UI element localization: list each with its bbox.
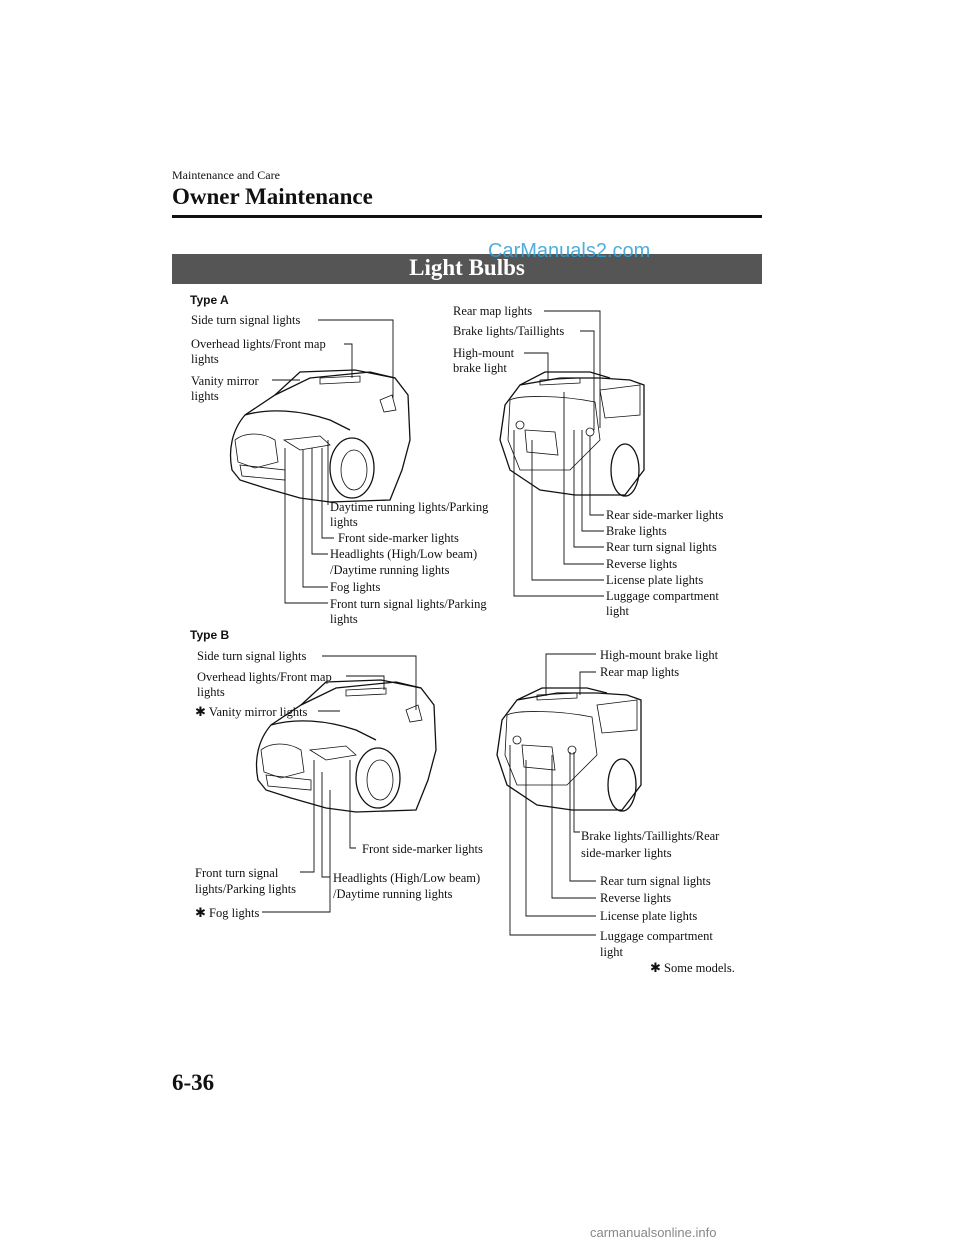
label-b-headlights-1: Headlights (High/Low beam) bbox=[333, 871, 481, 885]
label-a-front-side-marker: Front side-marker lights bbox=[338, 531, 459, 545]
label-b-side-turn: Side turn signal lights bbox=[197, 649, 307, 663]
label-b-vanity: ✱ Vanity mirror lights bbox=[195, 704, 307, 720]
type-b-rear-leader-lines bbox=[509, 653, 596, 936]
label-a-vanity-2: lights bbox=[191, 389, 219, 403]
label-b-front-side-marker: Front side-marker lights bbox=[362, 842, 483, 856]
type-a-front-car-drawing bbox=[229, 369, 411, 503]
label-b-high-mount: High-mount brake light bbox=[600, 648, 719, 662]
type-a-front-leader-lines bbox=[272, 319, 394, 604]
footnote-marker-icon: ✱ bbox=[650, 960, 661, 975]
label-a-rear-side-marker: Rear side-marker lights bbox=[606, 508, 724, 522]
footnote-marker-icon: ✱ bbox=[195, 704, 206, 719]
label-a-overhead-1: Overhead lights/Front map bbox=[191, 337, 326, 351]
type-a-rear-leader-lines bbox=[513, 310, 604, 597]
label-a-rear-turn: Rear turn signal lights bbox=[606, 540, 717, 554]
type-a-label: Type A bbox=[190, 293, 229, 307]
label-b-overhead-1: Overhead lights/Front map bbox=[197, 670, 332, 684]
label-a-brake-tail: Brake lights/Taillights bbox=[453, 324, 565, 338]
banner-title: Light Bulbs bbox=[409, 255, 525, 280]
section-heading: Maintenance and Care bbox=[172, 168, 280, 182]
label-b-luggage-2: light bbox=[600, 945, 623, 959]
label-b-reverse: Reverse lights bbox=[600, 891, 672, 905]
label-a-front-turn-1: Front turn signal lights/Parking bbox=[330, 597, 487, 611]
label-a-high-mount-1: High-mount bbox=[453, 346, 515, 360]
footnote: ✱ Some models. bbox=[650, 960, 735, 976]
type-b-rear-car-drawing bbox=[496, 687, 642, 812]
label-a-drl-2: lights bbox=[330, 515, 358, 529]
watermark-text: CarManuals2.com bbox=[488, 240, 651, 262]
label-b-fog: ✱ Fog lights bbox=[195, 905, 259, 921]
label-b-luggage-1: Luggage compartment bbox=[600, 929, 713, 943]
label-a-fog: Fog lights bbox=[330, 580, 381, 594]
label-b-front-turn-1: Front turn signal bbox=[195, 866, 279, 880]
label-a-rear-map: Rear map lights bbox=[453, 304, 533, 318]
footer-watermark: carmanualsonline.info bbox=[590, 1225, 717, 1240]
label-a-side-turn: Side turn signal lights bbox=[191, 313, 301, 327]
label-b-rear-turn: Rear turn signal lights bbox=[600, 874, 711, 888]
section-banner: Light Bulbs bbox=[172, 254, 762, 284]
label-a-overhead-2: lights bbox=[191, 352, 219, 366]
label-b-brake-tail-2: side-marker lights bbox=[581, 846, 672, 860]
label-a-luggage-1: Luggage compartment bbox=[606, 589, 719, 603]
label-a-luggage-2: light bbox=[606, 604, 629, 618]
type-b-label: Type B bbox=[190, 628, 230, 642]
label-b-brake-tail-1: Brake lights/Taillights/Rear bbox=[581, 829, 720, 843]
label-a-front-turn-2: lights bbox=[330, 612, 358, 626]
type-b-front-leader-lines bbox=[262, 655, 417, 913]
title-rule bbox=[172, 215, 762, 218]
label-a-headlights-2: /Daytime running lights bbox=[330, 563, 450, 577]
label-a-vanity-1: Vanity mirror bbox=[191, 374, 259, 388]
footnote-marker-icon: ✱ bbox=[195, 905, 206, 920]
page-title: Owner Maintenance bbox=[172, 184, 373, 209]
label-a-reverse: Reverse lights bbox=[606, 557, 678, 571]
label-b-vanity-text: Vanity mirror lights bbox=[208, 705, 308, 719]
label-b-rear-map: Rear map lights bbox=[600, 665, 680, 679]
label-a-drl-1: Daytime running lights/Parking bbox=[330, 500, 489, 514]
label-b-overhead-2: lights bbox=[197, 685, 225, 699]
label-b-fog-text: Fog lights bbox=[209, 906, 260, 920]
label-b-headlights-2: /Daytime running lights bbox=[333, 887, 453, 901]
page-number: 6-36 bbox=[172, 1070, 215, 1095]
label-b-front-turn-2: lights/Parking lights bbox=[195, 882, 297, 896]
footnote-text: Some models. bbox=[664, 961, 735, 975]
label-a-license: License plate lights bbox=[606, 573, 704, 587]
type-a-rear-car-drawing bbox=[499, 371, 645, 497]
label-a-high-mount-2: brake light bbox=[453, 361, 507, 375]
label-a-brake: Brake lights bbox=[606, 524, 667, 538]
type-b-front-car-drawing bbox=[255, 679, 437, 813]
label-b-license: License plate lights bbox=[600, 909, 698, 923]
label-a-headlights-1: Headlights (High/Low beam) bbox=[330, 547, 478, 561]
